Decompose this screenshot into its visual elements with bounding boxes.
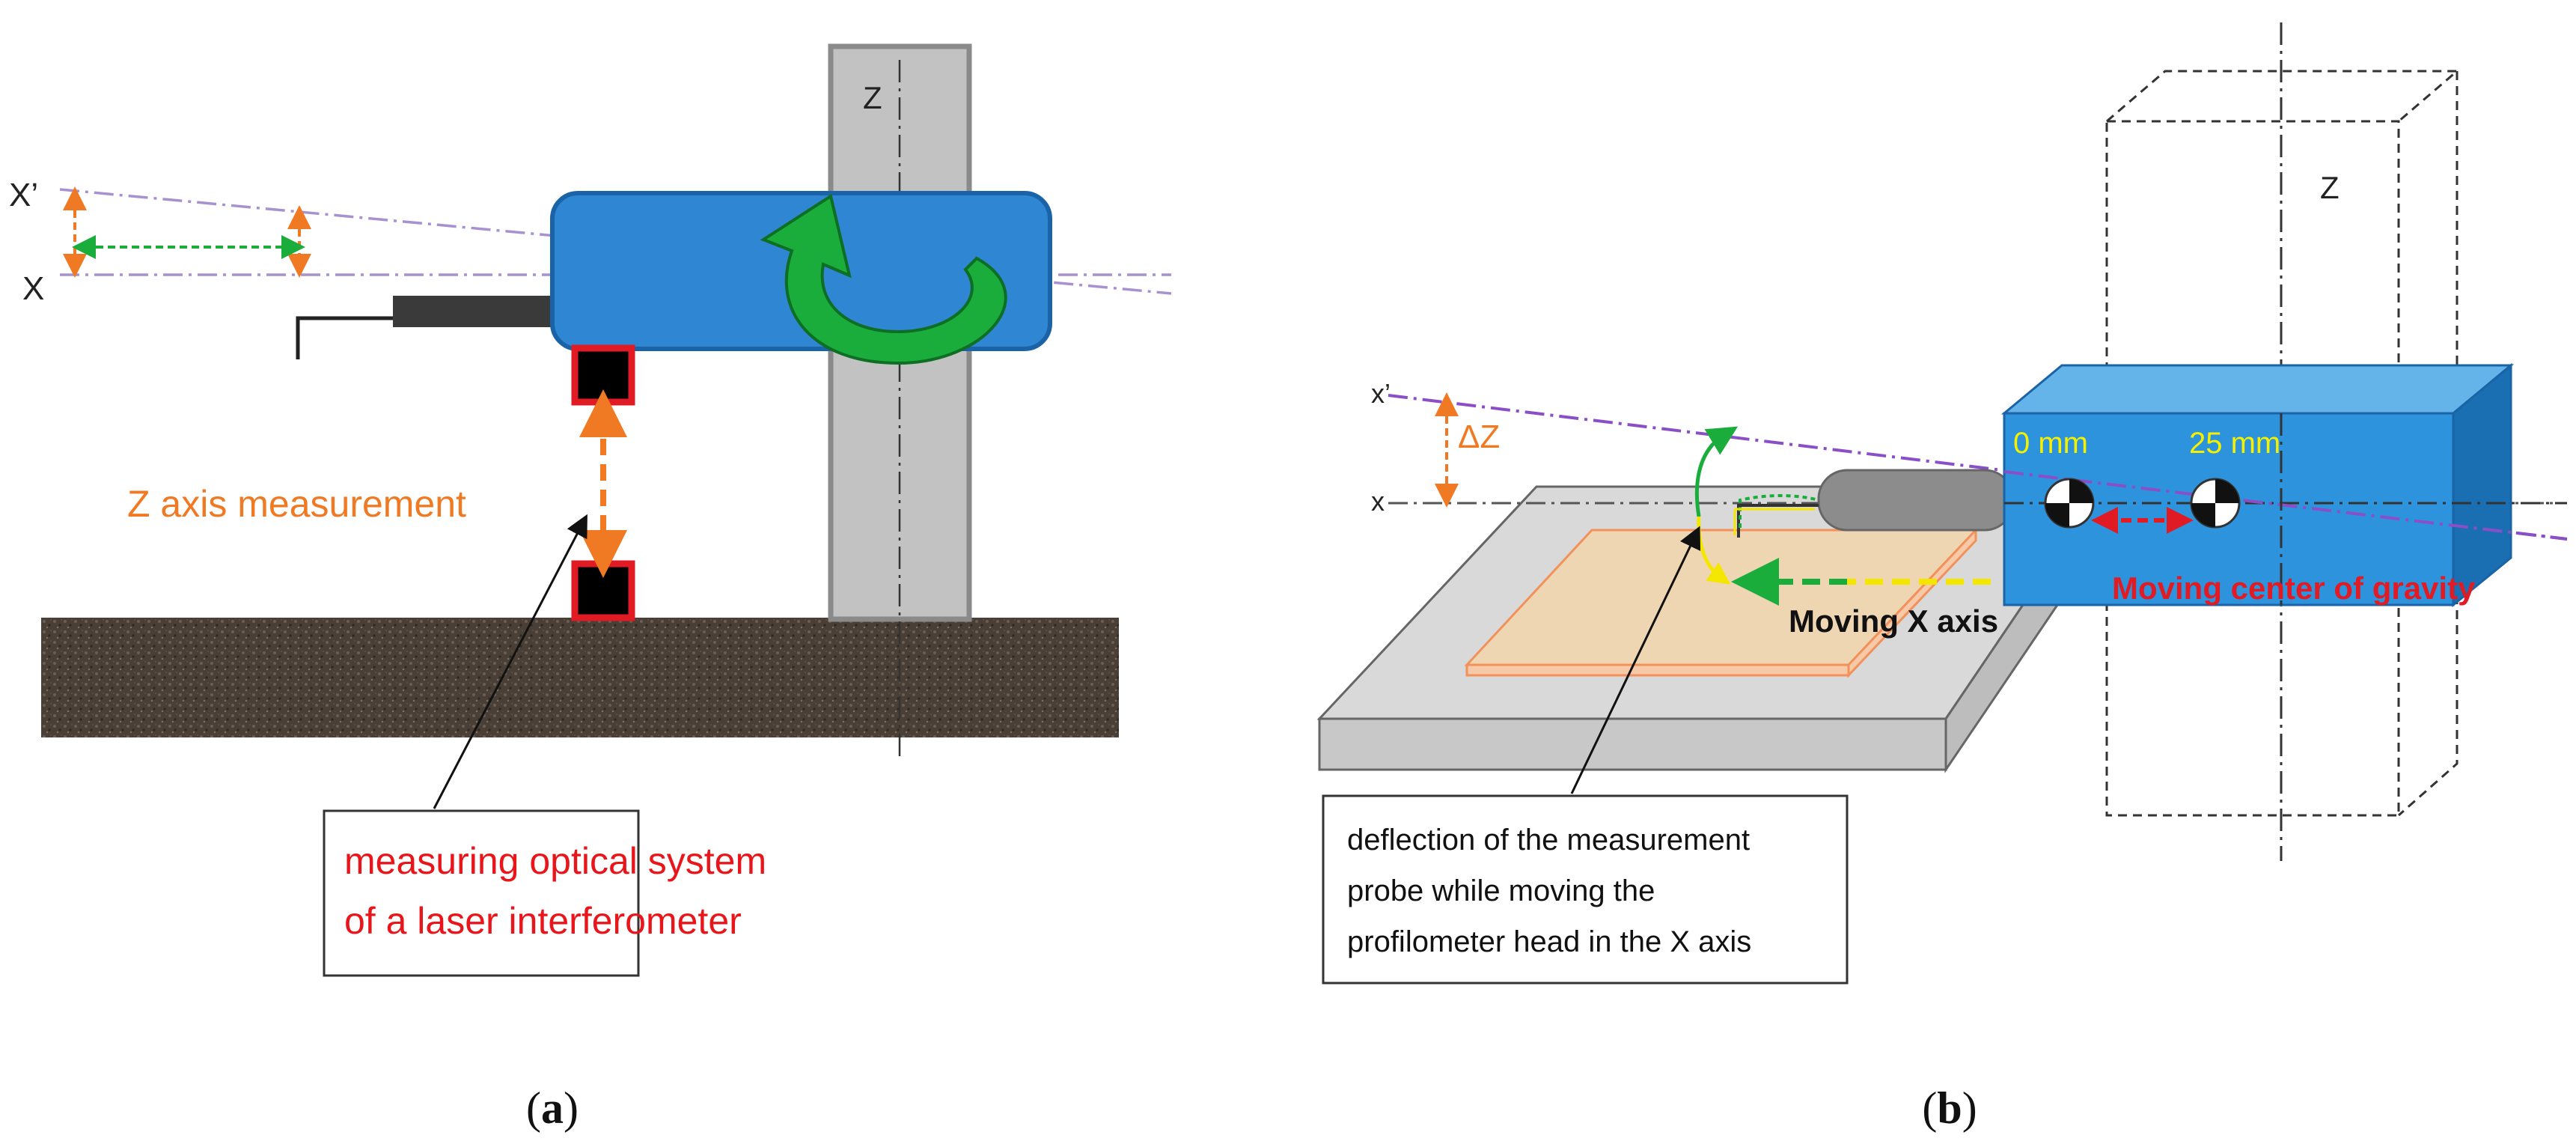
- callout-box-b: [1322, 794, 1849, 985]
- axis-x-prime-line-b-over: [2003, 470, 2568, 541]
- head-b-top: [2000, 364, 2515, 415]
- callout-b-line3: profilometer head in the X axis: [1347, 925, 1751, 958]
- callout-box-a: [323, 809, 640, 977]
- axis-z-label-b: Z: [2320, 170, 2340, 205]
- axis-x-label-b: x: [1371, 486, 1385, 517]
- cog-icon-25mm: [2190, 478, 2241, 529]
- caption-a: (a): [526, 1083, 579, 1133]
- moving-x-label: Moving X axis: [1789, 603, 1998, 639]
- panel-a: Z X’ X Z axis measurement measuring opti…: [9, 43, 1172, 1133]
- callout-pointer-a: [433, 514, 587, 809]
- base-plate-front: [1318, 717, 1947, 771]
- axis-z-label-a: Z: [863, 80, 882, 115]
- probe-yellow-outline: [1733, 508, 1815, 535]
- cog-icon-0mm: [2044, 478, 2095, 529]
- ground-slab: [41, 618, 1119, 737]
- sample-plate-side: [1847, 527, 1977, 678]
- sensor-upper: [571, 344, 635, 406]
- probe-arm-a: [393, 296, 561, 327]
- rotation-arrow-icon: [760, 193, 1007, 365]
- axis-x-label-a: X: [22, 270, 44, 307]
- head-b-side: [2452, 362, 2512, 608]
- moving-cog-label: Moving center of gravity: [2112, 571, 2476, 606]
- sensor-lower: [571, 560, 635, 621]
- probe-tip-a: [296, 316, 393, 359]
- callout-pointer-b: [1570, 526, 1701, 794]
- deflection-arrow-green: [1694, 426, 1739, 517]
- callout-a-line1: measuring optical system: [344, 840, 766, 882]
- callout-b-line2: probe while moving the: [1347, 874, 1655, 907]
- caption-b: (b): [1922, 1083, 1977, 1133]
- axis-x-prime-label-b: x’: [1371, 378, 1391, 409]
- callout-b-line1: deflection of the measurement: [1347, 824, 1750, 857]
- sample-plate-front: [1465, 663, 1850, 677]
- delta-z-label: ΔZ: [1458, 419, 1500, 455]
- pos-0-label: 0 mm: [2013, 427, 2088, 460]
- z-measurement-label: Z axis measurement: [127, 483, 466, 525]
- callout-a-line2: of a laser interferometer: [344, 900, 742, 942]
- pos-25-label: 25 mm: [2189, 427, 2280, 460]
- axis-x-prime-label-a: X’: [9, 177, 38, 213]
- panel-b: Z x’ x ΔZ Moving X axis: [1316, 22, 2568, 1133]
- probe-arm-b: [1817, 469, 2015, 532]
- deflection-arrow-yellow: [1697, 516, 1731, 585]
